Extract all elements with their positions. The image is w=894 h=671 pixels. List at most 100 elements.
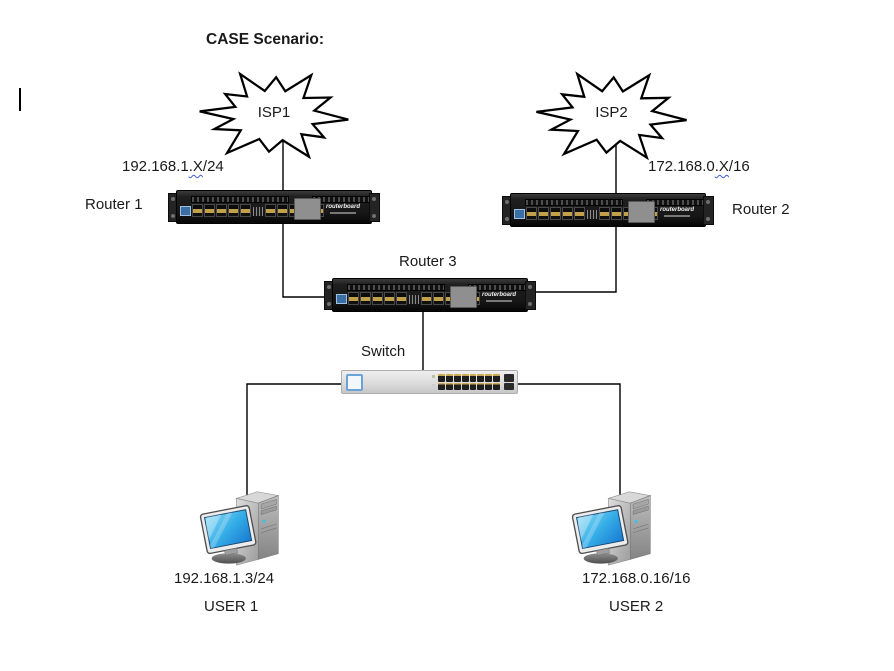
brand-subtext-line	[486, 300, 512, 302]
switch-port	[485, 374, 493, 382]
usb-port	[514, 209, 525, 219]
ethernet-port	[360, 292, 371, 305]
switch-port	[438, 374, 445, 382]
ethernet-port	[550, 207, 561, 220]
screw-icon	[327, 302, 331, 306]
led-grid	[587, 210, 597, 219]
ethernet-port	[192, 204, 203, 217]
switch-port	[461, 382, 469, 390]
switch-port	[477, 382, 485, 390]
lcd-panel	[450, 286, 477, 308]
desktop-pc-icon	[196, 487, 292, 567]
brand-label: routerboard	[655, 207, 699, 217]
switch-led	[432, 384, 435, 387]
screw-icon	[505, 217, 509, 221]
switch-port	[453, 382, 461, 390]
user2-computer[interactable]	[568, 487, 664, 567]
switch-port-block	[438, 374, 500, 390]
vent-grille	[347, 284, 445, 291]
switch-port	[469, 374, 477, 382]
vent-grille	[312, 196, 376, 203]
network-label-right: 172.168.0.X/16	[648, 158, 750, 176]
link-switch-user2	[516, 383, 621, 495]
ethernet-port	[574, 207, 585, 220]
ethernet-port	[384, 292, 395, 305]
network-right-suffix: /16	[728, 158, 750, 175]
screw-icon	[528, 285, 532, 289]
brand-subtext-line	[330, 212, 356, 214]
rack-ear	[369, 193, 380, 222]
switch-port	[453, 374, 461, 382]
switch-port	[485, 382, 493, 390]
switch-port	[461, 374, 469, 382]
network-label-left: 192.168.1.X/24	[122, 158, 224, 176]
ethernet-port	[396, 292, 407, 305]
brand-label: routerboard	[321, 204, 365, 214]
vent-grille	[191, 196, 289, 203]
link-router2-router3	[535, 226, 617, 293]
user2-label: USER 2	[609, 598, 664, 615]
ethernet-port	[265, 204, 276, 217]
network-right-prefix: 172.168.0	[648, 158, 715, 175]
ethernet-port	[204, 204, 215, 217]
ethernet-port-group	[526, 207, 585, 221]
routerboard-chassis: routerboard	[502, 193, 714, 227]
ethernet-port	[433, 292, 444, 305]
screw-icon	[171, 214, 175, 218]
desktop-pc-icon	[568, 487, 664, 567]
link-switch-user1	[246, 383, 341, 495]
screw-icon	[327, 285, 331, 289]
network-right-wavy: .X	[714, 158, 729, 175]
led-grid	[409, 295, 419, 304]
screw-icon	[528, 302, 532, 306]
isp1-shape[interactable]: ISP1	[194, 67, 354, 164]
screw-icon	[372, 214, 376, 218]
isp2-label: ISP2	[595, 104, 628, 122]
chassis-front: routerboard	[510, 193, 710, 227]
screw-icon	[372, 197, 376, 201]
user1-label: USER 1	[204, 598, 259, 615]
switch-port	[477, 374, 485, 382]
switch-device[interactable]	[341, 370, 518, 394]
network-left-prefix: 192.168.1	[122, 158, 189, 175]
ethernet-port	[372, 292, 383, 305]
lcd-panel	[294, 198, 321, 220]
router1-device[interactable]: routerboard	[168, 190, 380, 224]
ethernet-port-group	[192, 204, 251, 218]
usb-port	[180, 206, 191, 216]
switch-brand-square	[346, 374, 363, 391]
network-left-wavy: .X	[188, 158, 203, 175]
ethernet-port	[611, 207, 622, 220]
rack-ear	[703, 196, 714, 225]
vent-grille	[646, 199, 710, 206]
lcd-panel	[628, 201, 655, 223]
screw-icon	[505, 200, 509, 204]
router3-label: Router 3	[399, 253, 457, 270]
vent-grille	[468, 284, 532, 291]
chassis-front: routerboard	[176, 190, 376, 224]
router3-device[interactable]: routerboard	[324, 278, 536, 312]
switch-port	[493, 382, 500, 390]
screw-icon	[706, 200, 710, 204]
ethernet-port	[538, 207, 549, 220]
router2-device[interactable]: routerboard	[502, 193, 714, 227]
switch-led	[432, 375, 435, 378]
user1-ip-label: 192.168.1.3/24	[174, 570, 275, 587]
user2-ip-label: 172.168.0.16/16	[582, 570, 691, 587]
isp2-shape[interactable]: ISP2	[530, 67, 693, 165]
switch-label: Switch	[361, 343, 406, 360]
switch-sfp-ports	[504, 374, 514, 390]
ethernet-port	[277, 204, 288, 217]
diagram-title: CASE Scenario:	[206, 31, 325, 48]
screw-icon	[171, 197, 175, 201]
ethernet-port	[526, 207, 537, 220]
user1-computer[interactable]	[196, 487, 292, 567]
usb-port	[336, 294, 347, 304]
router2-label: Router 2	[732, 201, 790, 218]
switch-port	[438, 382, 445, 390]
screw-icon	[706, 217, 710, 221]
ethernet-port	[562, 207, 573, 220]
switch-port	[469, 382, 477, 390]
